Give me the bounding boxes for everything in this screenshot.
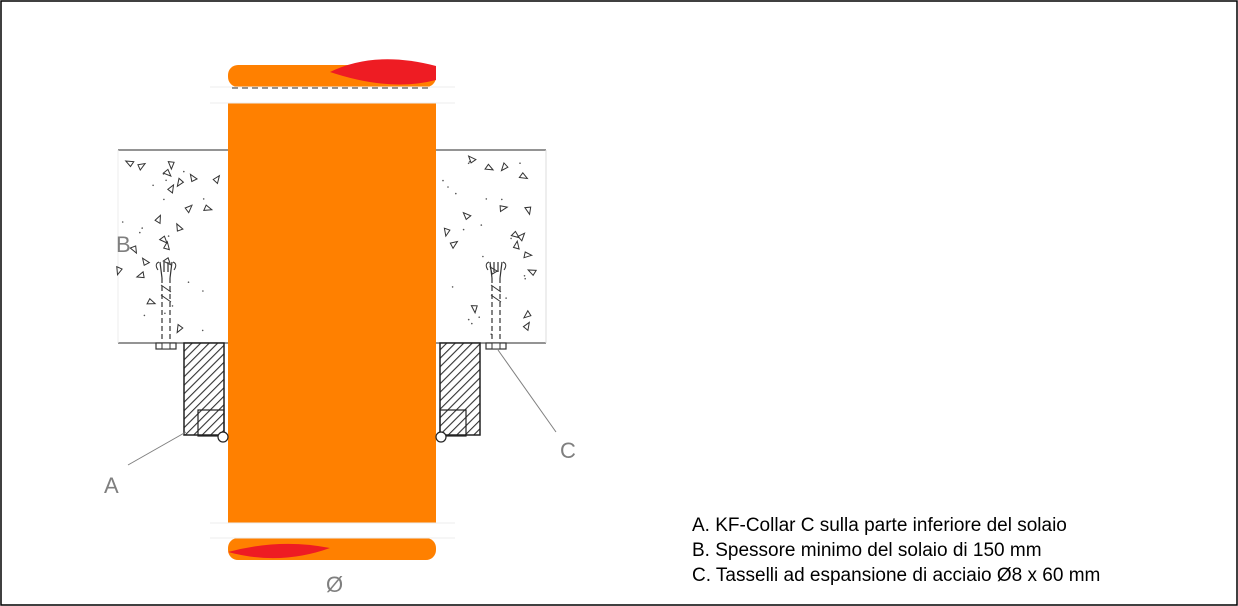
aggregate-dot — [164, 312, 166, 315]
aggregate-dot — [167, 235, 170, 237]
aggregate-dot — [482, 255, 484, 258]
aggregate-stone — [173, 322, 185, 334]
aggregate-stone — [184, 204, 194, 214]
aggregate-dot — [152, 184, 154, 187]
callout-b: B — [116, 232, 131, 257]
aggregate-dot — [183, 170, 185, 173]
aggregate-stone — [136, 162, 146, 172]
leader-line-c — [497, 349, 557, 433]
aggregate-stone — [165, 158, 177, 170]
aggregate-dot — [510, 237, 512, 240]
aggregate-stone — [145, 297, 156, 308]
legend-item-a: A. KF-Collar C sulla parte inferiore del… — [692, 515, 1067, 536]
aggregate-dot — [171, 305, 174, 307]
aggregate-dot — [143, 314, 146, 317]
aggregate-dot — [121, 221, 124, 223]
anchor-right — [485, 261, 507, 350]
aggregate-stone — [511, 240, 523, 252]
aggregate-stone — [497, 203, 508, 214]
aggregate-dot — [524, 277, 526, 280]
aggregate-stone — [440, 225, 452, 237]
aggregate-dot — [451, 286, 454, 288]
aggregate-dot — [471, 322, 473, 325]
aggregate-dot — [478, 316, 481, 319]
aggregate-dot — [480, 224, 483, 226]
aggregate-stone — [517, 171, 528, 182]
aggregate-stone — [153, 214, 165, 226]
legend-item-c: C. Tasselli ad espansione di acciaio Ø8 … — [692, 565, 1100, 586]
aggregate-stone — [136, 269, 147, 280]
fire-collar-left — [183, 342, 229, 443]
aggregate-dot — [523, 275, 526, 277]
fire-collar-right — [435, 342, 481, 443]
aggregate-stone — [166, 184, 177, 195]
aggregate-stone — [522, 321, 533, 332]
aggregate-stone — [468, 302, 480, 314]
aggregate-stone — [449, 240, 458, 249]
aggregate-stone — [189, 173, 198, 183]
aggregate-dot — [467, 162, 470, 165]
aggregate-dot — [519, 162, 521, 164]
aggregate-stone — [174, 223, 185, 233]
aggregate-stone — [212, 175, 222, 185]
aggregate-stone — [462, 211, 472, 221]
aggregate-dot — [467, 318, 470, 321]
callout-a: A — [104, 473, 119, 498]
aggregate-dot — [442, 179, 444, 182]
aggregate-dot — [202, 198, 205, 200]
aggregate-dot — [141, 227, 143, 229]
pipe-bottom-segment — [210, 537, 455, 560]
callout-c: C — [560, 438, 576, 463]
aggregate-stone — [523, 310, 532, 319]
aggregate-stone — [522, 204, 534, 215]
aggregate-stone — [521, 250, 533, 261]
aggregate-stone — [129, 244, 139, 254]
aggregate-stone — [527, 266, 539, 277]
aggregate-stone — [125, 157, 136, 168]
concrete-aggregate — [112, 155, 539, 336]
aggregate-dot — [505, 297, 507, 299]
callout-diameter: Ø — [326, 572, 343, 597]
aggregate-dot — [462, 228, 465, 231]
aggregate-stone — [141, 257, 151, 267]
aggregate-stone — [483, 162, 494, 174]
legend: A. KF-Collar C sulla parte inferiore del… — [692, 515, 1100, 586]
aggregate-dot — [201, 329, 204, 332]
aggregate-stone — [158, 235, 168, 245]
aggregate-dot — [139, 231, 141, 234]
aggregate-dot — [468, 161, 471, 163]
aggregate-dot — [202, 290, 204, 292]
aggregate-dot — [187, 281, 190, 284]
aggregate-stone — [201, 203, 213, 215]
aggregate-dot — [485, 198, 488, 200]
pipe-top-segment — [210, 59, 455, 89]
legend-item-b: B. Spessore minimo del solaio di 150 mm — [692, 540, 1042, 561]
aggregate-dot — [190, 204, 193, 207]
pipe — [228, 103, 436, 523]
anchor-left — [155, 261, 177, 350]
aggregate-dot — [165, 179, 167, 182]
aggregate-stone — [162, 168, 172, 178]
aggregate-dot — [501, 198, 503, 201]
aggregate-dot — [455, 192, 457, 195]
aggregate-dot — [447, 186, 449, 188]
leader-line-a — [127, 431, 187, 466]
aggregate-stone — [174, 176, 185, 187]
aggregate-dot — [163, 198, 165, 201]
aggregate-stone — [499, 161, 509, 172]
